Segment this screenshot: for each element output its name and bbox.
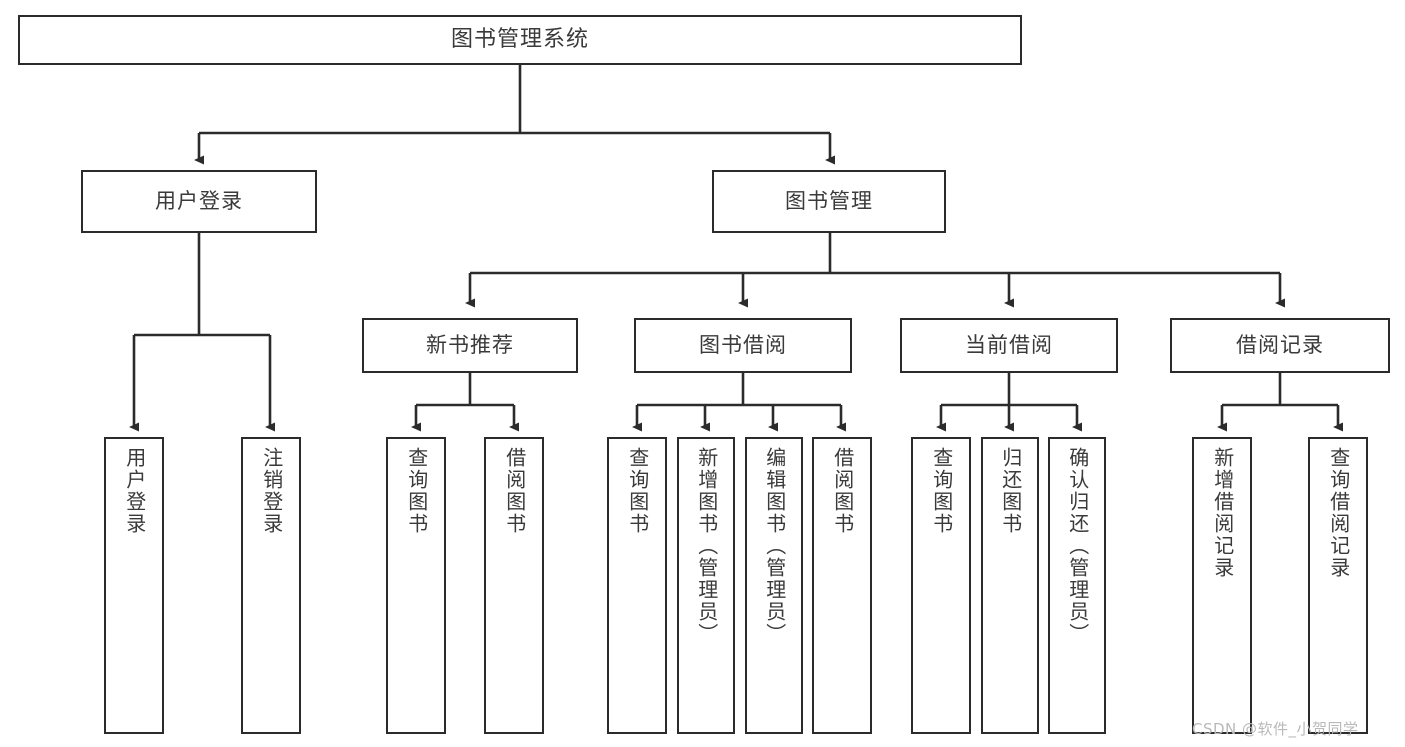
node-book-borrow[interactable]: 图书借阅 (634, 318, 852, 373)
leaf-new-book-borrow-book[interactable]: 借阅图书 (484, 437, 544, 734)
node-label: 用户登录 (122, 447, 147, 535)
leaf-current-borrow-confirm-return-admin[interactable]: 确认归还（管理员） (1048, 437, 1106, 734)
node-label: 用户登录 (155, 189, 243, 214)
node-current-borrow[interactable]: 当前借阅 (900, 318, 1118, 373)
leaf-book-borrow-borrow-book[interactable]: 借阅图书 (812, 437, 872, 734)
node-label: 确认归还（管理员） (1065, 447, 1090, 645)
node-label: 注销登录 (259, 447, 284, 535)
node-label: 借阅图书 (830, 447, 855, 535)
node-label: 新增图书（管理员） (694, 447, 719, 645)
csdn-watermark: CSDN @软件_小贺同学 (1192, 720, 1359, 738)
node-label: 归还图书 (998, 447, 1023, 535)
node-borrow-record[interactable]: 借阅记录 (1170, 318, 1390, 373)
leaf-new-book-query-book[interactable]: 查询图书 (386, 437, 446, 734)
node-new-book-recommend[interactable]: 新书推荐 (362, 318, 578, 373)
node-label: 查询图书 (929, 447, 954, 535)
leaf-book-borrow-edit-book-admin[interactable]: 编辑图书（管理员） (745, 437, 803, 734)
node-book-management[interactable]: 图书管理 (712, 170, 946, 233)
node-label: 查询图书 (625, 447, 650, 535)
leaf-borrow-record-query-record[interactable]: 查询借阅记录 (1308, 437, 1368, 734)
node-label: 查询借阅记录 (1326, 447, 1351, 579)
node-label: 编辑图书（管理员） (762, 447, 787, 645)
leaf-user-login-login[interactable]: 用户登录 (104, 437, 164, 734)
node-label: 查询图书 (404, 447, 429, 535)
node-label: 图书借阅 (699, 333, 787, 358)
node-label: 新增借阅记录 (1210, 447, 1235, 579)
node-label: 借阅记录 (1236, 333, 1324, 358)
node-label: 图书管理系统 (450, 27, 589, 53)
leaf-user-login-logout[interactable]: 注销登录 (241, 437, 301, 734)
leaf-current-borrow-return-book[interactable]: 归还图书 (981, 437, 1039, 734)
node-label: 图书管理 (785, 189, 873, 214)
node-user-login[interactable]: 用户登录 (81, 170, 317, 233)
leaf-current-borrow-query-book[interactable]: 查询图书 (911, 437, 971, 734)
node-label: 新书推荐 (426, 333, 514, 358)
node-label: 当前借阅 (965, 333, 1053, 358)
node-root-book-management-system[interactable]: 图书管理系统 (18, 15, 1022, 65)
leaf-borrow-record-add-record[interactable]: 新增借阅记录 (1192, 437, 1252, 734)
node-label: 借阅图书 (502, 447, 527, 535)
leaf-book-borrow-add-book-admin[interactable]: 新增图书（管理员） (677, 437, 735, 734)
leaf-book-borrow-query-book[interactable]: 查询图书 (607, 437, 667, 734)
